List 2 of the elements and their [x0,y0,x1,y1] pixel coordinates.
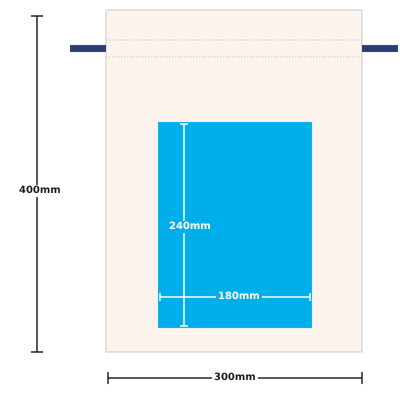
dimension-label: 400mm [17,185,63,197]
dimension-label: 240mm [167,221,213,233]
